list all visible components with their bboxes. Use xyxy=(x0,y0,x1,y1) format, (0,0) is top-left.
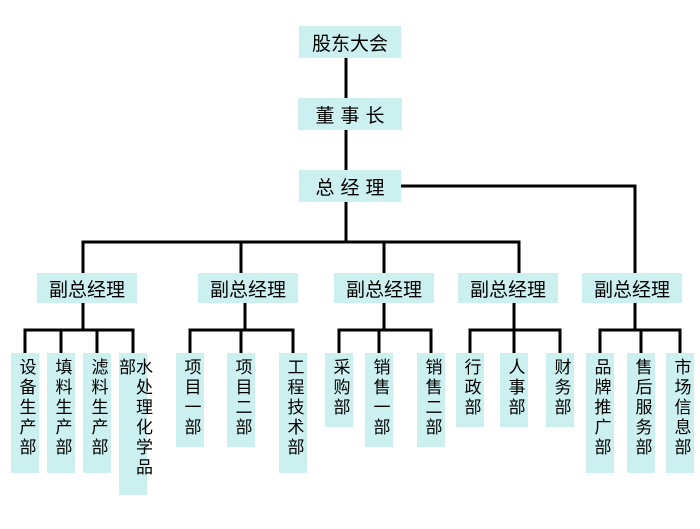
dept-label: 采购部 xyxy=(329,358,350,418)
vp-label: 副总经理 xyxy=(345,278,422,301)
vp-label: 副总经理 xyxy=(469,278,546,301)
dept-box: 工程技术部 xyxy=(279,353,307,473)
dept-box: 财务部 xyxy=(546,353,574,427)
shareholders-meeting-label: 股东大会 xyxy=(311,32,388,55)
dept-box: 水处理化学品部 xyxy=(115,353,152,495)
dept-box: 行政部 xyxy=(456,353,484,427)
dept-label: 销售二部 xyxy=(421,358,442,438)
dept-box: 采购部 xyxy=(325,353,353,427)
dept-label: 水处理化学品部 xyxy=(115,358,152,478)
dept-box: 项目二部 xyxy=(227,353,255,447)
dept-box: 售后服务部 xyxy=(627,353,655,473)
chairman-box: 董事长 xyxy=(298,98,402,130)
dept-box: 品牌推广部 xyxy=(586,353,614,473)
vp-label: 副总经理 xyxy=(48,278,125,301)
shareholders-meeting-box: 股东大会 xyxy=(299,26,401,58)
dept-label: 设备生产部 xyxy=(15,358,36,458)
dept-label: 项目二部 xyxy=(231,358,252,438)
dept-label: 行政部 xyxy=(460,358,481,418)
dept-box: 人事部 xyxy=(500,353,528,427)
vp-box-3: 副总经理 xyxy=(334,273,434,303)
dept-label: 滤料生产部 xyxy=(87,358,108,458)
dept-label: 填料生产部 xyxy=(51,358,72,458)
vp-box-4: 副总经理 xyxy=(458,273,558,303)
dept-label: 售后服务部 xyxy=(631,358,652,458)
dept-label: 财务部 xyxy=(550,358,571,418)
vp-box-1: 副总经理 xyxy=(37,273,137,303)
general-manager-box: 总经理 xyxy=(299,170,401,202)
dept-box: 项目一部 xyxy=(176,353,204,447)
vp-label: 副总经理 xyxy=(593,278,670,301)
dept-box: 销售二部 xyxy=(417,353,445,447)
dept-label: 项目一部 xyxy=(180,358,201,438)
vp-label: 副总经理 xyxy=(209,278,286,301)
chairman-label: 董事长 xyxy=(315,104,391,127)
vp-box-5: 副总经理 xyxy=(582,273,682,303)
dept-box: 填料生产部 xyxy=(47,353,75,473)
dept-box: 销售一部 xyxy=(365,353,393,447)
vp-box-2: 副总经理 xyxy=(198,273,298,303)
dept-label: 销售一部 xyxy=(369,358,390,438)
general-manager-label: 总经理 xyxy=(315,176,391,199)
dept-label: 市场信息部 xyxy=(670,358,691,458)
dept-box: 设备生产部 xyxy=(11,353,39,473)
dept-box: 滤料生产部 xyxy=(83,353,111,473)
dept-box: 市场信息部 xyxy=(666,353,694,473)
dept-label: 工程技术部 xyxy=(283,358,304,458)
dept-label: 品牌推广部 xyxy=(590,358,611,458)
dept-label: 人事部 xyxy=(504,358,525,418)
